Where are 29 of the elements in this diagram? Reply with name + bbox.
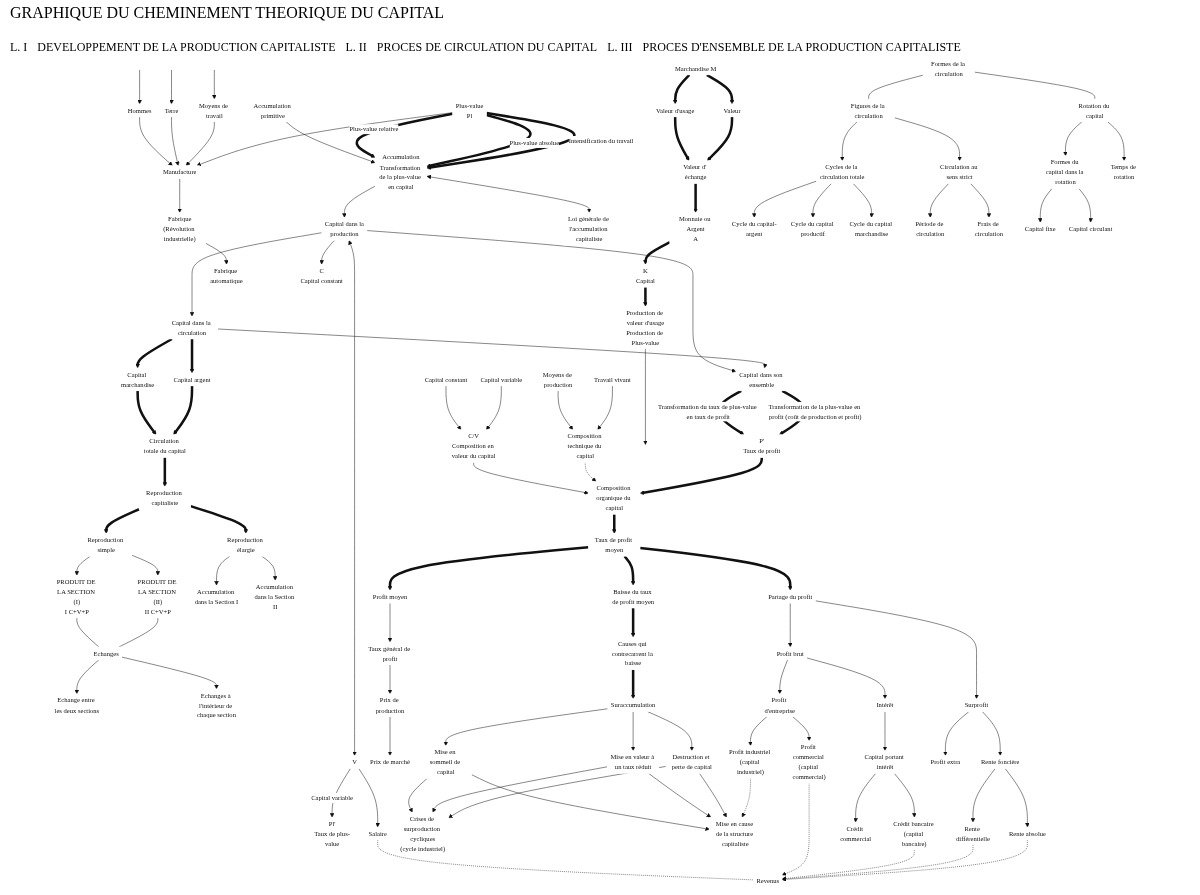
arrow	[103, 508, 140, 534]
arrow	[162, 457, 167, 487]
section-heading: L. III	[607, 40, 633, 55]
arrow	[673, 116, 689, 161]
arrow	[672, 74, 690, 105]
section-heading: PROCES D'ENSEMBLE DE LA PRODUCTION CAPITALISTE	[642, 40, 961, 55]
arrow	[189, 504, 248, 534]
arrow	[705, 73, 734, 105]
arrow	[189, 339, 194, 374]
arrow	[639, 546, 792, 591]
arrow	[172, 385, 193, 435]
arrow	[387, 546, 589, 591]
arrow	[135, 390, 156, 435]
arrow	[692, 183, 698, 213]
section-heading: L. II	[345, 40, 367, 55]
arrow	[630, 608, 635, 638]
section-heading: DEVELOPPEMENT DE LA PRODUCTION CAPITALISTE	[37, 40, 336, 55]
arrow	[642, 241, 670, 265]
arrow	[426, 113, 531, 168]
arrow	[630, 669, 635, 699]
diagram-title: GRAPHIQUE DU CHEMINEMENT THEORIQUE DU CAPITAL	[10, 4, 445, 22]
arrow	[426, 111, 575, 170]
section-heading: L. I	[10, 40, 28, 55]
arrow	[706, 116, 733, 161]
arrow	[642, 287, 648, 307]
arrow	[623, 555, 635, 586]
arrow	[639, 457, 763, 495]
section-heading: PROCES DE CIRCULATION DU CAPITAL	[376, 40, 598, 55]
arrow	[611, 514, 616, 534]
